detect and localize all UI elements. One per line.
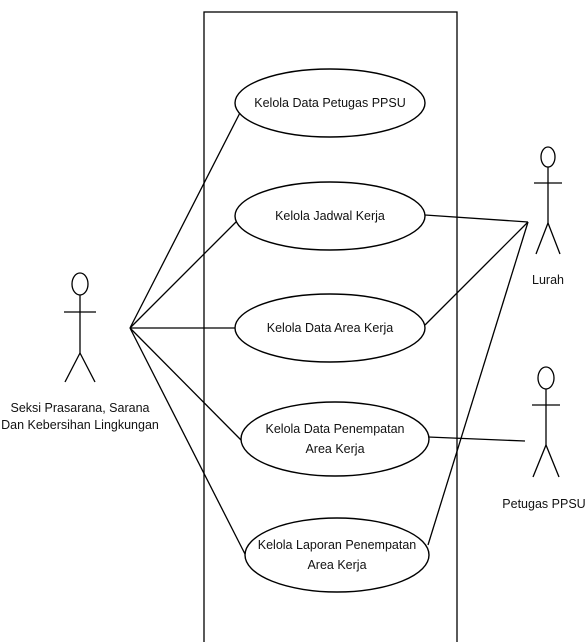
use-case-label-line-1: Kelola Laporan Penempatan xyxy=(258,538,417,552)
actor-figure-icon xyxy=(64,272,96,383)
association-seksi-uc1 xyxy=(129,102,246,329)
actor-label: Petugas PPSU xyxy=(502,497,585,511)
use-case-label-line-2: Area Kerja xyxy=(305,442,364,456)
use-case-ellipse xyxy=(234,68,426,138)
use-case-label-line-2: Area Kerja xyxy=(307,558,366,572)
use-case-label: Kelola Jadwal Kerja xyxy=(275,209,385,223)
use-case-label-line-1: Kelola Data Penempatan xyxy=(266,422,405,436)
association-lurah-uc2 xyxy=(424,214,529,223)
association-lurah-uc3 xyxy=(424,221,529,326)
actor-label-line-2: Dan Kebersihan Lingkungan xyxy=(1,418,159,432)
use-case-ellipse xyxy=(234,293,426,363)
association-petugas-uc4 xyxy=(427,436,526,442)
use-case-kelola-data-penempatan: Kelola Data Penempatan Area Kerja xyxy=(240,401,430,477)
association-lurah-uc5 xyxy=(427,221,529,546)
association-seksi-uc4 xyxy=(129,327,242,441)
use-case-kelola-jadwal-kerja: Kelola Jadwal Kerja xyxy=(234,181,426,251)
actor-label-line-1: Seksi Prasarana, Sarana xyxy=(11,401,150,415)
use-case-ellipse xyxy=(244,517,430,593)
actor-seksi: Seksi Prasarana, Sarana Dan Kebersihan L… xyxy=(1,272,159,432)
actor-petugas-ppsu: Petugas PPSU xyxy=(502,366,586,511)
association-seksi-uc5 xyxy=(129,327,247,557)
actor-label: Lurah xyxy=(532,273,564,287)
actor-figure-icon xyxy=(532,366,560,478)
use-case-kelola-data-area-kerja: Kelola Data Area Kerja xyxy=(234,293,426,363)
use-case-ellipse xyxy=(234,181,426,251)
associations xyxy=(129,102,529,557)
use-case-kelola-laporan-penempatan: Kelola Laporan Penempatan Area Kerja xyxy=(244,517,430,593)
association-seksi-uc2 xyxy=(129,217,241,329)
actor-lurah: Lurah xyxy=(532,146,564,287)
use-case-kelola-data-petugas: Kelola Data Petugas PPSU xyxy=(234,68,426,138)
use-case-label: Kelola Data Petugas PPSU xyxy=(254,96,405,110)
actor-figure-icon xyxy=(534,146,562,255)
use-case-label: Kelola Data Area Kerja xyxy=(267,321,394,335)
use-case-ellipse xyxy=(240,401,430,477)
